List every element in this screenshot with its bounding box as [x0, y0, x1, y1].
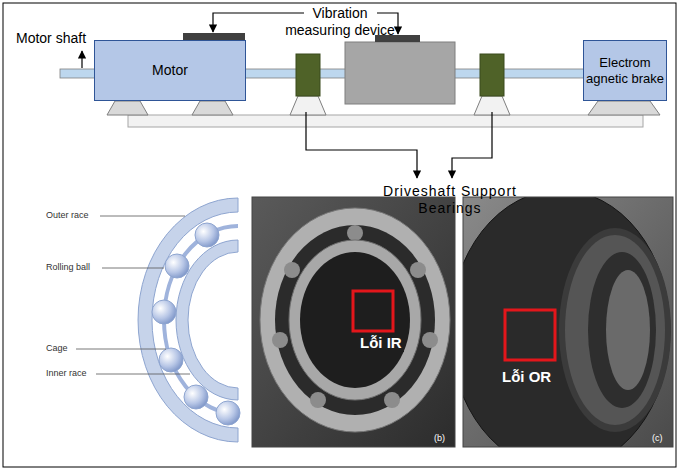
panel-letter: (b): [434, 433, 445, 444]
shaft-label: Motor shaft: [16, 30, 126, 47]
node-text: Electrom agnetic brake: [585, 55, 665, 86]
node-text: Motor: [152, 62, 188, 79]
part-label: Cage: [46, 343, 86, 354]
brake-box: Electrom agnetic brake: [583, 40, 667, 101]
part-label: Inner race: [46, 368, 106, 379]
fault-label: Lỗi OR: [500, 368, 553, 386]
panel-letter: (c): [652, 433, 663, 444]
sensor-label: Vibration measuring device: [280, 5, 400, 39]
motor-box: Motor: [94, 40, 246, 101]
fault-label: Lỗi IR: [358, 334, 404, 352]
part-label: Outer race: [46, 210, 106, 221]
part-label: Rolling ball: [46, 262, 106, 273]
bearing-label: Driveshaft Support Bearings: [355, 183, 545, 217]
